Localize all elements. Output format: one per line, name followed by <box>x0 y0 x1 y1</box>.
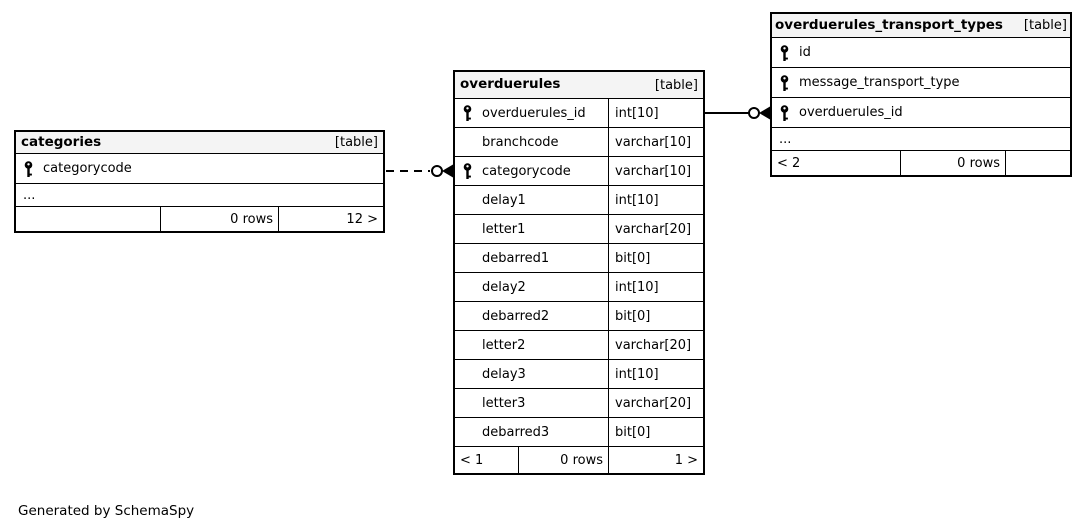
key-icon-placeholder <box>462 365 475 383</box>
table-header[interactable]: overduerules_transport_types [table] <box>772 14 1070 38</box>
column-name: id <box>799 45 811 60</box>
key-icon-placeholder <box>462 191 475 209</box>
hidden-columns-ellipsis: ... <box>772 128 1070 151</box>
column-name: branchcode <box>482 134 559 150</box>
table-row[interactable]: letter2 varchar[20] <box>455 331 703 360</box>
footer-nav-left: < 2 <box>777 155 801 171</box>
column-type: int[10] <box>608 273 703 301</box>
key-icon-placeholder <box>462 220 475 238</box>
column-name: categorycode <box>482 163 571 179</box>
column-type: bit[0] <box>608 302 703 330</box>
entity-table-categories: categories [table] categorycode ... 0 ro… <box>14 130 385 233</box>
column-type: int[10] <box>608 360 703 388</box>
table-header[interactable]: overduerules [table] <box>455 72 703 99</box>
hidden-columns-ellipsis: ... <box>16 184 383 207</box>
column-name: debarred1 <box>482 250 550 266</box>
key-icon-placeholder <box>462 336 475 354</box>
table-footer: < 2 0 rows <box>772 151 1070 175</box>
entity-table-overduerules-transport-types: overduerules_transport_types [table] id … <box>770 12 1072 177</box>
foreign-key-icon <box>779 74 792 92</box>
foreign-key-icon <box>779 104 792 122</box>
column-type: int[10] <box>608 186 703 214</box>
table-row[interactable]: message_transport_type <box>772 68 1070 98</box>
table-row[interactable]: debarred1 bit[0] <box>455 244 703 273</box>
table-row[interactable]: overduerules_id <box>772 98 1070 128</box>
arrowhead-icon <box>442 164 453 178</box>
key-icon-placeholder <box>462 278 475 296</box>
footer-nav-right <box>1005 151 1070 175</box>
key-icon-placeholder <box>462 249 475 267</box>
key-icon-placeholder <box>462 423 475 441</box>
column-type: varchar[10] <box>608 157 703 185</box>
table-type-tag: [table] <box>334 135 378 150</box>
table-name[interactable]: overduerules_transport_types <box>775 16 1003 33</box>
column-type: bit[0] <box>608 418 703 446</box>
table-type-tag: [table] <box>654 77 698 93</box>
column-name: debarred2 <box>482 308 550 324</box>
foreign-key-icon <box>462 162 475 180</box>
column-name: delay2 <box>482 279 526 295</box>
footer-nav-left: < 1 <box>460 452 484 468</box>
column-name: letter1 <box>482 221 526 237</box>
generator-note: Generated by SchemaSpy <box>18 503 195 519</box>
table-name[interactable]: overduerules <box>460 76 561 93</box>
column-type: varchar[20] <box>608 389 703 417</box>
circle-terminator-icon <box>431 165 443 177</box>
relationship-overduerules-transport-types <box>705 106 770 120</box>
arrowhead-icon <box>759 106 770 120</box>
table-row[interactable]: delay1 int[10] <box>455 186 703 215</box>
table-header[interactable]: categories [table] <box>16 132 383 154</box>
column-type: varchar[20] <box>608 215 703 243</box>
table-row[interactable]: branchcode varchar[10] <box>455 128 703 157</box>
table-row[interactable]: debarred3 bit[0] <box>455 418 703 447</box>
table-row[interactable]: letter3 varchar[20] <box>455 389 703 418</box>
table-name[interactable]: categories <box>21 133 102 150</box>
table-row[interactable]: id <box>772 38 1070 68</box>
column-name: overduerules_id <box>799 105 903 120</box>
column-name: delay1 <box>482 192 526 208</box>
row-count: 0 rows <box>518 447 608 473</box>
circle-terminator-icon <box>748 107 760 119</box>
primary-key-icon <box>23 160 36 178</box>
key-icon-placeholder <box>462 307 475 325</box>
footer-nav-right: 12 > <box>278 207 383 231</box>
column-type: int[10] <box>608 99 703 127</box>
column-type: bit[0] <box>608 244 703 272</box>
primary-key-icon <box>779 44 792 62</box>
column-type: varchar[10] <box>608 128 703 156</box>
entity-table-overduerules: overduerules [table] overduerules_id int… <box>453 70 705 475</box>
column-name: delay3 <box>482 366 526 382</box>
column-name: letter3 <box>482 395 526 411</box>
table-row[interactable]: debarred2 bit[0] <box>455 302 703 331</box>
table-row[interactable]: letter1 varchar[20] <box>455 215 703 244</box>
column-name: categorycode <box>43 161 132 176</box>
column-name: overduerules_id <box>482 105 586 121</box>
column-type: varchar[20] <box>608 331 703 359</box>
table-footer: 0 rows 12 > <box>16 207 383 231</box>
table-row[interactable]: categorycode varchar[10] <box>455 157 703 186</box>
relationship-categories-overduerules <box>386 164 453 178</box>
table-row[interactable]: delay2 int[10] <box>455 273 703 302</box>
table-row[interactable]: categorycode <box>16 154 383 184</box>
primary-key-icon <box>462 104 475 122</box>
column-name: debarred3 <box>482 424 550 440</box>
footer-nav-left <box>16 207 160 231</box>
key-icon-placeholder <box>462 394 475 412</box>
column-name: letter2 <box>482 337 526 353</box>
row-count: 0 rows <box>900 151 1005 175</box>
footer-nav-right: 1 > <box>608 447 703 473</box>
table-footer: < 1 0 rows 1 > <box>455 447 703 473</box>
table-row[interactable]: overduerules_id int[10] <box>455 99 703 128</box>
key-icon-placeholder <box>462 133 475 151</box>
row-count: 0 rows <box>160 207 278 231</box>
column-name: message_transport_type <box>799 75 960 90</box>
table-row[interactable]: delay3 int[10] <box>455 360 703 389</box>
table-type-tag: [table] <box>1023 18 1067 33</box>
